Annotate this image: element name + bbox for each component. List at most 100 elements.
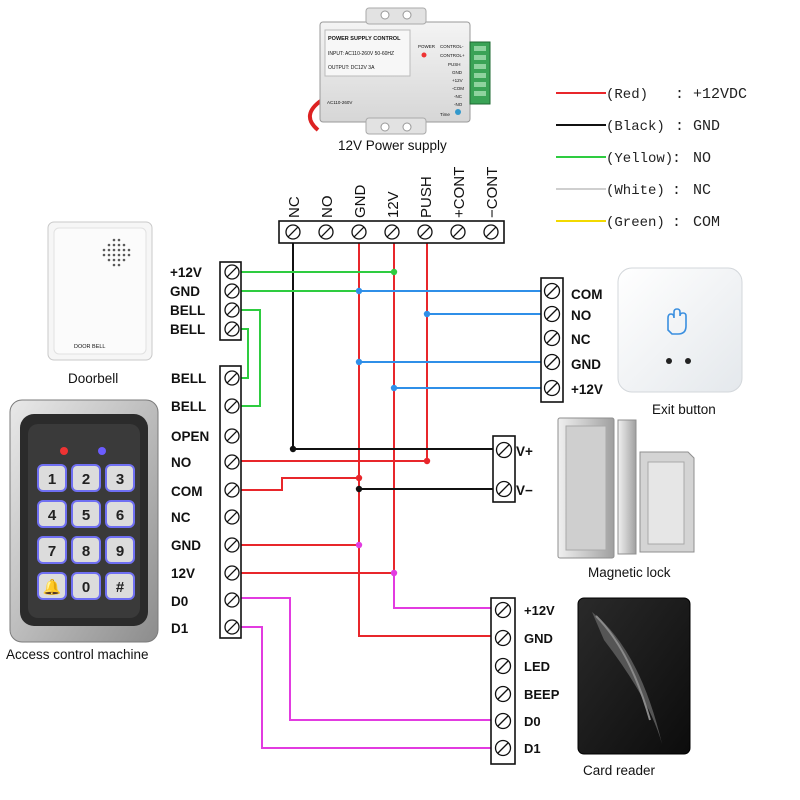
red-wire-psu-gnd-to-reader: [358, 232, 496, 637]
psu-side-term: PUSH: [448, 62, 461, 67]
keypad-red-led: [60, 447, 68, 455]
keypad-blue-led: [98, 447, 106, 455]
psu-terminal-screws: [285, 224, 499, 240]
terminal-screw: [224, 482, 240, 498]
legend-name: (White): [606, 183, 665, 199]
junction-dot: [423, 457, 431, 465]
magnetic-lock-caption: Magnetic lock: [588, 565, 671, 580]
keypad-key: 2: [71, 464, 101, 492]
grille-hole: [112, 253, 116, 257]
grille-hole: [117, 263, 121, 267]
psu-caption: 12V Power supply: [338, 138, 447, 153]
red-wire-com-to-lock: [232, 477, 359, 491]
psu-terminal-labels: NC NO GND 12V PUSH +CONT −CONT: [286, 167, 501, 218]
terminal-screw: [224, 370, 240, 386]
keypad-key: 9: [105, 536, 135, 564]
exit-terminal-label: COM: [571, 287, 603, 302]
doorbell-terminal-label: BELL: [170, 303, 205, 318]
access-terminal-label: 12V: [171, 566, 195, 581]
grille-hole: [117, 238, 121, 242]
exit-terminal-label: NO: [571, 308, 591, 323]
doorbell-terminal-strip: [219, 261, 242, 341]
grille-hole: [112, 258, 116, 262]
junction-dot: [355, 358, 363, 366]
legend-name: (Green): [606, 215, 665, 231]
psu-red-cable: [308, 98, 324, 132]
grille-hole: [122, 258, 126, 262]
doorbell-terminal-screws: [224, 264, 240, 337]
doorbell-terminal-label: +12V: [170, 265, 202, 280]
junction-dot: [355, 474, 363, 482]
reader-terminal-label: BEEP: [524, 687, 560, 702]
access-terminal-label: BELL: [171, 399, 206, 414]
psu-label-title: POWER SUPPLY CONTROL: [328, 36, 401, 42]
keypad-key: #: [105, 572, 135, 600]
junction-dot: [355, 485, 363, 493]
exit-terminal-label: NC: [571, 332, 591, 347]
magenta-wire-reader-12v: [393, 573, 496, 609]
grille-hole: [102, 248, 106, 252]
legend-name: (Red): [606, 87, 648, 103]
legend-colon: :: [672, 150, 681, 167]
grille-hole: [107, 248, 111, 252]
color-legend: (Red) (Black) (Yellow) (White) (Green) :…: [556, 86, 747, 231]
hand-icon: [667, 308, 687, 335]
grille-hole: [107, 253, 111, 257]
terminal-screw: [495, 441, 513, 459]
junction-dot: [423, 310, 431, 318]
terminal-screw: [450, 224, 466, 240]
terminal-screw: [543, 379, 561, 397]
legend-signal: GND: [693, 118, 720, 135]
red-wire-push-to-no: [232, 232, 428, 462]
grille-hole: [122, 243, 126, 247]
legend-name: (Yellow): [606, 151, 673, 167]
grille-hole: [127, 248, 131, 252]
psu-label-area: [324, 29, 411, 77]
doorbell: DOOR BELL Doorbell: [47, 221, 153, 386]
grille-hole: [112, 238, 116, 242]
terminal-screw: [494, 739, 512, 757]
grille-hole: [102, 253, 106, 257]
access-terminal-label: BELL: [171, 371, 206, 386]
keypad-key-label: 🔔: [43, 578, 62, 596]
keypad-key: 4: [37, 500, 67, 528]
reader-terminal-label: LED: [524, 659, 550, 674]
access-control-terminal-block: BELL BELL OPEN NO COM NC GND 12V D0 D1: [171, 365, 242, 639]
exit-indicator-dot: [685, 358, 691, 364]
legend-colon: :: [675, 86, 684, 103]
terminal-screw: [224, 321, 240, 337]
keypad-key: 6: [105, 500, 135, 528]
access-terminal-label: NC: [171, 510, 191, 525]
psu-terminal-label: NO: [319, 196, 336, 219]
reader-terminal-strip: [490, 597, 516, 765]
reader-terminal-label: D1: [524, 741, 541, 756]
junction-dot: [289, 445, 297, 453]
terminal-screw: [224, 264, 240, 280]
keypad-key: 7: [37, 536, 67, 564]
grille-hole: [107, 243, 111, 247]
doorbell-caption: Doorbell: [68, 371, 118, 386]
psu-label-input: INPUT: AC110-260V 50-60HZ: [328, 51, 394, 57]
psu-power-led: [421, 52, 427, 58]
legend-colon: :: [672, 182, 681, 199]
psu-bottom-tab: [365, 117, 427, 135]
grille-hole: [117, 248, 121, 252]
keypad-key: 5: [71, 500, 101, 528]
keypad-key-label: 5: [82, 507, 90, 524]
doorbell-face: [53, 227, 147, 355]
terminal-screw: [494, 601, 512, 619]
access-terminal-label: OPEN: [171, 429, 209, 444]
psu-screw-hole: [380, 10, 390, 20]
terminal-screw: [318, 224, 334, 240]
magenta-wire-d0: [232, 597, 496, 721]
psu-time-knob: [455, 109, 461, 115]
terminal-screw: [224, 537, 240, 553]
grille-hole: [107, 258, 111, 262]
terminal-screw: [495, 480, 513, 498]
psu-label-ac: AC110-260V: [327, 100, 352, 105]
exit-indicator-dot: [666, 358, 672, 364]
keypad-key: 1: [37, 464, 67, 492]
exit-terminal-label: GND: [571, 357, 601, 372]
reader-terminal-label: GND: [524, 631, 553, 646]
access-terminal-screws: [224, 370, 240, 635]
